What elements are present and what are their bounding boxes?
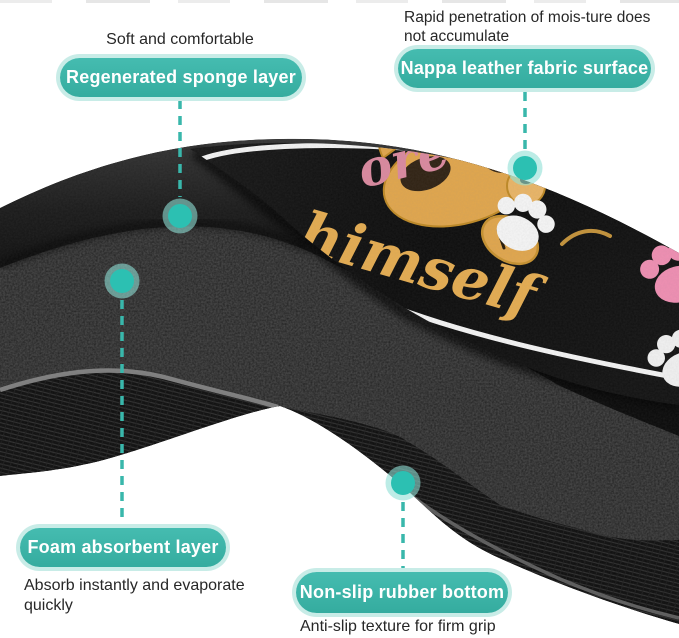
top-edge-artifact <box>0 0 679 3</box>
label-pill-sponge: Regenerated sponge layer <box>60 58 302 97</box>
callout-dot-leather <box>507 150 543 186</box>
label-pill-leather-text: Nappa leather fabric surface <box>400 58 649 78</box>
caption-rubber: Anti-slip texture for firm grip <box>300 618 496 635</box>
label-pill-foam-text: Foam absorbent layer <box>27 537 219 557</box>
callout-dot-rubber <box>385 465 421 501</box>
caption-leather: Rapid penetration of mois-ture does not … <box>404 9 651 45</box>
caption-foam: Absorb instantly and evaporate quickly <box>24 577 245 614</box>
callout-dot-sponge <box>162 198 198 234</box>
callout-connectors <box>120 92 527 569</box>
label-pill-rubber: Non-slip rubber bottom <box>296 572 508 613</box>
callout-dots <box>104 150 543 501</box>
label-pill-foam: Foam absorbent layer <box>20 528 226 567</box>
label-pill-sponge-text: Regenerated sponge layer <box>66 67 296 87</box>
caption-sponge: Soft and comfortable <box>106 31 254 48</box>
callout-dot-foam <box>104 263 140 299</box>
label-pill-leather: Nappa leather fabric surface <box>398 49 651 88</box>
label-pill-rubber-text: Non-slip rubber bottom <box>299 582 505 602</box>
